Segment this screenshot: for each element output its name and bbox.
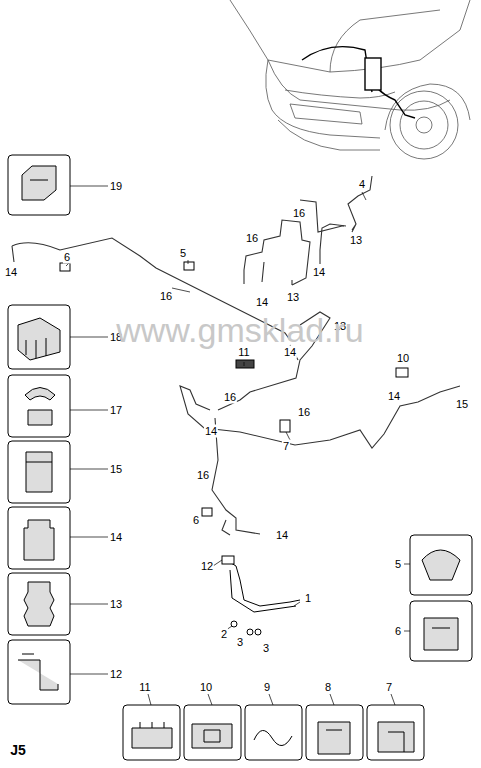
callout-number: 13 bbox=[349, 234, 363, 247]
figure-code: J5 bbox=[9, 742, 27, 758]
callout-number: 16 bbox=[223, 391, 237, 404]
part-icons bbox=[18, 166, 460, 754]
box-leaders bbox=[70, 186, 410, 705]
callout-number: 10 bbox=[199, 681, 213, 694]
callout-number: 7 bbox=[385, 681, 393, 694]
callout-number: 10 bbox=[396, 352, 410, 365]
callout-number: 6 bbox=[394, 625, 402, 638]
callout-number: 6 bbox=[192, 514, 200, 527]
callout-number: 16 bbox=[159, 290, 173, 303]
callout-number: 2 bbox=[220, 628, 228, 641]
callout-number: 14 bbox=[275, 529, 289, 542]
car-brake-pipes bbox=[302, 47, 415, 118]
callout-number: 15 bbox=[455, 398, 469, 411]
callout-number: 6 bbox=[63, 251, 71, 264]
callout-number: 13 bbox=[109, 598, 123, 611]
callout-number: 7 bbox=[282, 440, 290, 453]
callout-number: 5 bbox=[179, 247, 187, 260]
callout-number: 14 bbox=[4, 266, 18, 279]
callout-number: 13 bbox=[286, 291, 300, 304]
car-outline bbox=[230, 0, 470, 159]
brake-pipes bbox=[12, 176, 460, 535]
callout-number: 3 bbox=[262, 642, 270, 655]
callout-number: 11 bbox=[138, 681, 151, 694]
callout-number: 4 bbox=[358, 178, 366, 191]
callout-number: 14 bbox=[312, 266, 326, 279]
callout-number: 16 bbox=[245, 232, 259, 245]
callout-number: 16 bbox=[297, 406, 311, 419]
callout-number: 16 bbox=[196, 469, 210, 482]
callout-number: 17 bbox=[109, 404, 123, 417]
callout-number: 19 bbox=[109, 180, 123, 193]
small-clips bbox=[60, 262, 408, 516]
callout-number: 14 bbox=[255, 296, 269, 309]
callout-number: 12 bbox=[109, 668, 123, 681]
callout-number: 8 bbox=[324, 681, 332, 694]
callout-number: 5 bbox=[394, 558, 402, 571]
callout-number: 16 bbox=[292, 207, 306, 220]
brake-hose bbox=[222, 556, 300, 635]
part-boxes bbox=[8, 155, 472, 760]
leader-lines bbox=[66, 192, 366, 630]
callout-number: 15 bbox=[109, 463, 123, 476]
callout-number: 12 bbox=[200, 560, 214, 573]
watermark: www.gmsklad.ru bbox=[115, 312, 365, 348]
callout-number: 9 bbox=[263, 681, 271, 694]
callout-number: 1 bbox=[304, 592, 312, 605]
callout-number: 3 bbox=[236, 636, 244, 649]
callout-number: 14 bbox=[109, 531, 123, 544]
callout-number: 14 bbox=[204, 425, 218, 438]
callout-number: 14 bbox=[387, 390, 401, 403]
